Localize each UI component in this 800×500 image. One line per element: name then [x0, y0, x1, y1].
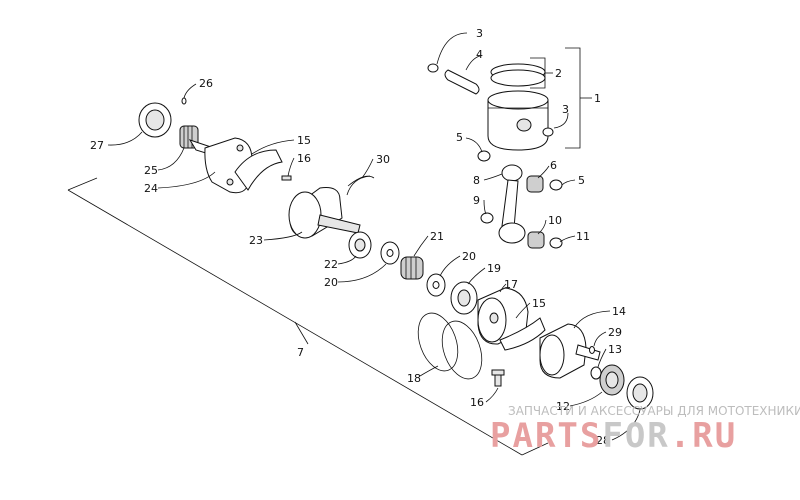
watermark-tagline: ЗАПЧАСТИ И АКСЕССУАРЫ ДЛЯ МОТОТЕХНИКИ — [508, 404, 800, 418]
callout-7: 7 — [297, 346, 304, 359]
callout-26: 26 — [199, 77, 213, 90]
callout-15-lower: 15 — [532, 297, 546, 310]
callout-13: 13 — [608, 343, 622, 356]
callout-21: 21 — [430, 230, 444, 243]
crank-seal-left — [138, 102, 172, 138]
crank-wheel-upper — [288, 187, 361, 239]
big-end-washer-right — [549, 237, 563, 249]
crankpin-needle-bearing — [400, 256, 424, 280]
callout-5-upper: 5 — [456, 131, 463, 144]
watermark-brand: PARTSFOR.RU — [490, 416, 737, 456]
callout-11: 11 — [576, 230, 590, 243]
crankshaft-assembly-bracket — [67, 177, 549, 456]
callout-12: 12 — [556, 400, 570, 413]
watermark-brand-ru: .RU — [670, 416, 737, 456]
right-counterweight — [499, 317, 546, 351]
connecting-rod — [498, 164, 526, 244]
big-end-washer-left — [480, 212, 494, 224]
washer-upper — [380, 241, 400, 265]
callout-5-lower: 5 — [578, 174, 585, 187]
callout-16-upper: 16 — [297, 152, 311, 165]
callout-1: 1 — [594, 92, 601, 105]
callout-2: 2 — [555, 67, 562, 80]
crank-seal-rings — [417, 312, 483, 380]
crank-o-ring — [590, 366, 602, 380]
small-end-bearing — [526, 175, 544, 193]
crank-wheel-lower — [477, 287, 529, 345]
callout-19: 19 — [487, 262, 501, 275]
callout-27: 27 — [90, 139, 104, 152]
callout-3-upper: 3 — [476, 27, 483, 40]
callout-6: 6 — [550, 159, 557, 172]
piston-pin — [444, 69, 480, 95]
callout-22: 22 — [324, 258, 338, 271]
callout-20-upper: 20 — [462, 250, 476, 263]
watermark-brand-for: FOR — [602, 416, 669, 456]
big-end-bearing — [527, 231, 545, 249]
callout-labels: 3 4 2 1 3 5 6 5 8 9 10 11 26 27 25 24 15… — [90, 27, 626, 447]
thrust-washer-upper — [348, 231, 372, 259]
watermark-brand-parts: PARTS — [490, 416, 602, 456]
small-end-washer-right — [549, 179, 563, 191]
callout-16-lower: 16 — [470, 396, 484, 409]
callout-10: 10 — [548, 214, 562, 227]
piston — [487, 90, 549, 151]
callout-30: 30 — [376, 153, 390, 166]
dowel-pin — [181, 97, 187, 105]
snap-ring — [346, 175, 375, 196]
counterweight-screw-right — [491, 369, 505, 387]
callout-4: 4 — [476, 48, 483, 61]
right-main-bearing — [599, 364, 625, 396]
watermark: ЗАПЧАСТИ И АКСЕССУАРЫ ДЛЯ МОТОТЕХНИКИ PA… — [490, 404, 800, 456]
callout-28: 28 — [596, 434, 610, 447]
callout-14: 14 — [612, 305, 626, 318]
small-end-washer-left — [477, 150, 491, 162]
left-counterweight — [234, 149, 283, 191]
callout-20-lower: 20 — [324, 276, 338, 289]
washer-lower — [426, 273, 446, 297]
callout-25: 25 — [144, 164, 158, 177]
callout-8: 8 — [473, 174, 480, 187]
callout-15-upper: 15 — [297, 134, 311, 147]
callout-18: 18 — [407, 372, 421, 385]
crank-seal-right — [626, 376, 654, 410]
center-main-bearing — [450, 281, 478, 315]
callout-3-lower: 3 — [562, 103, 569, 116]
callout-24: 24 — [144, 182, 158, 195]
woodruff-key — [589, 346, 595, 354]
callout-9: 9 — [473, 194, 480, 207]
leader-lines — [107, 32, 641, 441]
counterweight-screw-left — [281, 175, 292, 181]
callout-17: 17 — [504, 278, 518, 291]
callout-29: 29 — [608, 326, 622, 339]
pin-clip-lower — [542, 127, 554, 137]
callout-23: 23 — [249, 234, 263, 247]
pin-clip-upper — [427, 63, 439, 73]
piston-ring-set — [490, 63, 546, 87]
